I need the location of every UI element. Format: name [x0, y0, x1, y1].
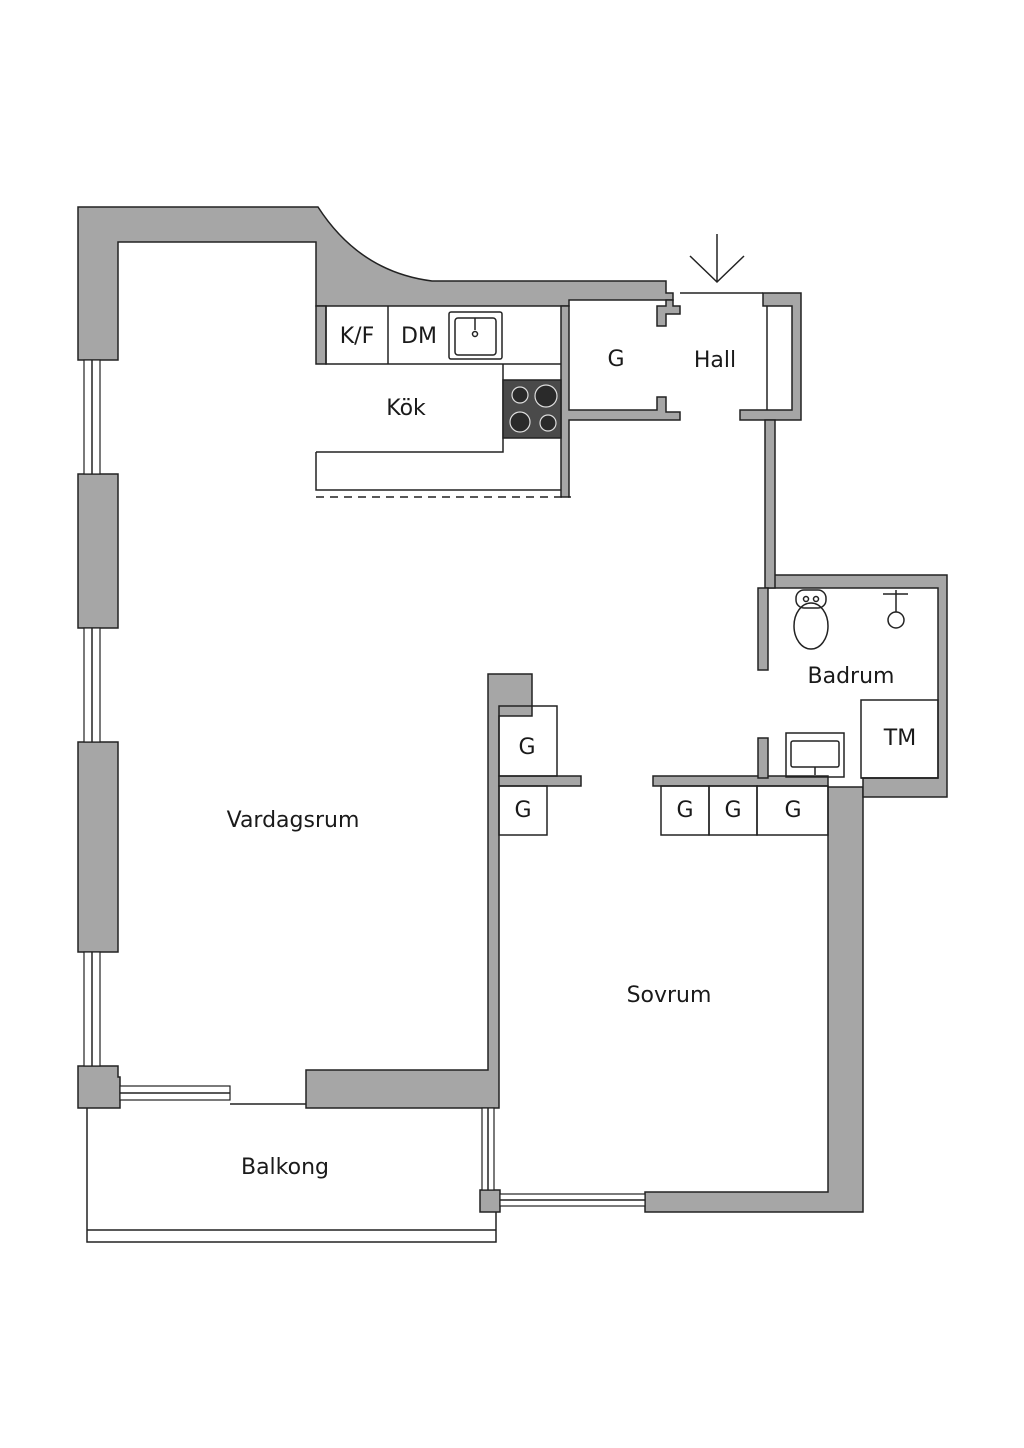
wall-left-bottom — [77, 1065, 121, 1109]
wall-hall-left — [560, 305, 681, 498]
room-label-sovrum: Sovrum — [627, 983, 712, 1008]
wall-top-left — [77, 206, 674, 361]
closet-bed-3 — [756, 785, 829, 836]
room-label-balkong: Balkong — [241, 1155, 329, 1180]
wall-bath-sink — [757, 737, 769, 779]
shower-icon — [883, 590, 908, 629]
closet-lower — [498, 785, 548, 836]
closet-label-bed-2: G — [724, 798, 741, 823]
wall-hall-right — [739, 292, 802, 421]
entrance-arrow-icon — [689, 234, 745, 284]
closet-upper — [498, 705, 558, 777]
closet-label-upper: G — [518, 735, 535, 760]
wall-kitchen-stub — [315, 305, 327, 365]
closet-label-hall: G — [607, 347, 624, 372]
wall-living-south — [305, 673, 533, 1109]
wall-left-2 — [77, 741, 119, 953]
kitchen-counter-top — [325, 306, 561, 365]
kitchen-sink-icon — [448, 311, 503, 360]
fixture-label-tm: TM — [883, 726, 916, 751]
room-label-hall: Hall — [694, 348, 736, 373]
wall-bath-left — [757, 587, 769, 671]
walls — [77, 206, 948, 1213]
wall-balcony-corner — [479, 1189, 501, 1213]
closet-label-lower: G — [514, 798, 531, 823]
fixture-label-dm: DM — [401, 324, 437, 349]
closet-label-bed-1: G — [676, 798, 693, 823]
room-label-kok: Kök — [386, 396, 426, 421]
closet-label-bed-3: G — [784, 798, 801, 823]
room-label-vardagsrum: Vardagsrum — [227, 808, 360, 833]
stove-icon — [502, 379, 562, 439]
balcony-outline — [86, 1108, 497, 1243]
room-label-badrum: Badrum — [808, 664, 895, 689]
fixture-label-kf: K/F — [340, 324, 375, 349]
wall-closet-left — [498, 775, 582, 787]
washbasin-icon — [785, 732, 845, 778]
interior-lines — [86, 292, 939, 1243]
wall-hall-door-top — [656, 299, 681, 327]
windows — [83, 359, 646, 1207]
wall-hall-vertical — [764, 419, 776, 589]
wall-left-1 — [77, 473, 119, 629]
toilet-icon — [793, 589, 829, 650]
